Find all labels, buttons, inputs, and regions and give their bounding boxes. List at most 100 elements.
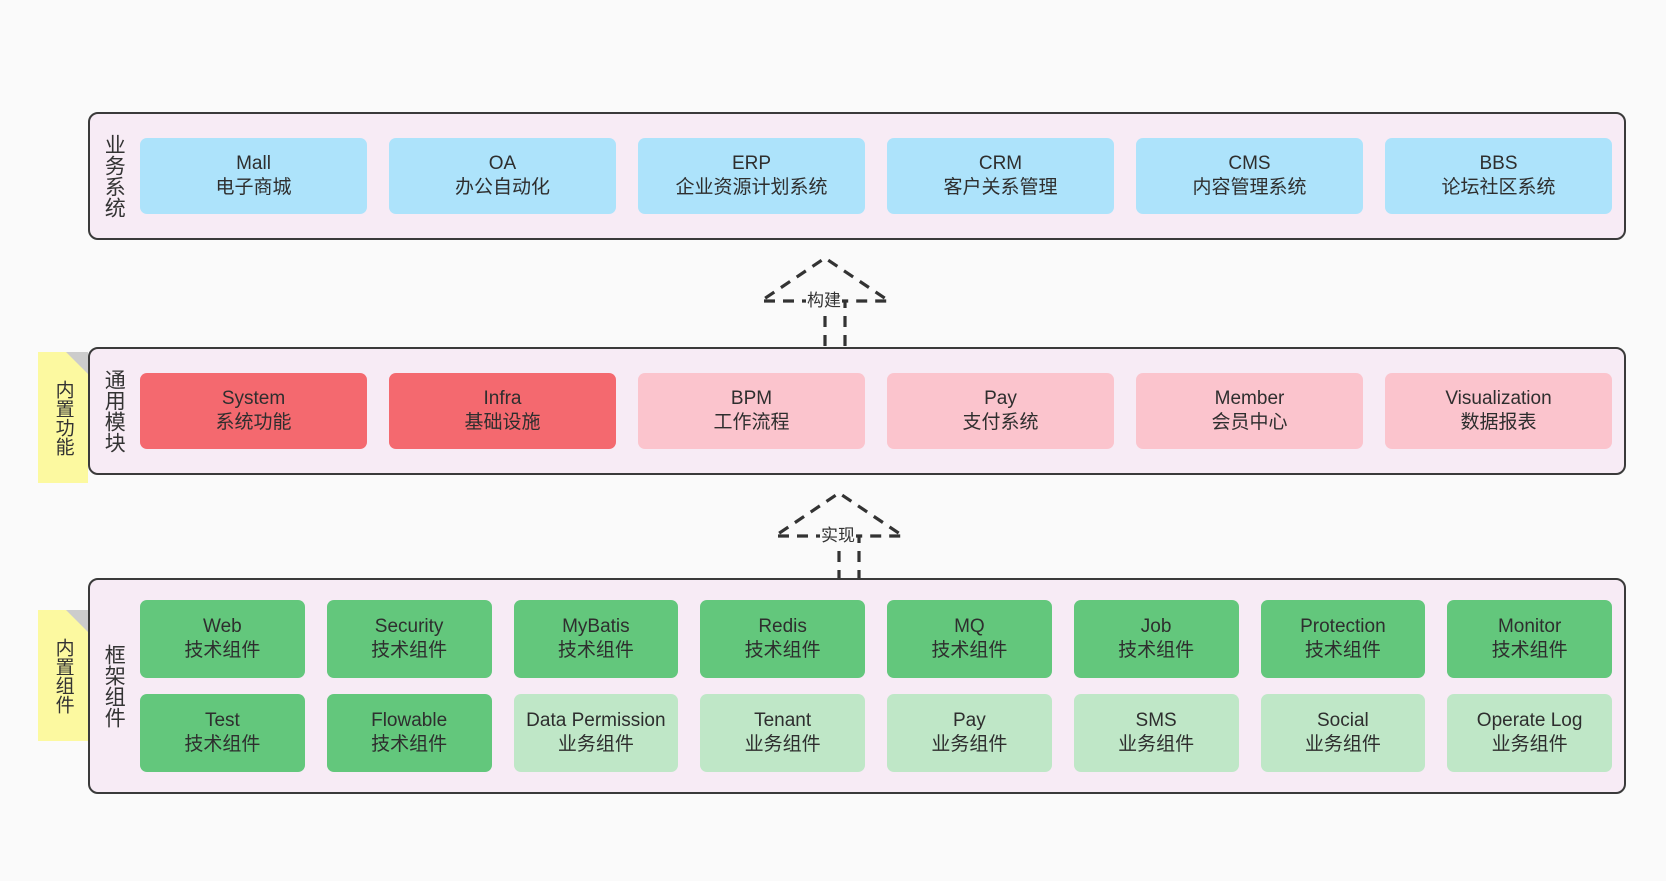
card-subtitle: 技术组件: [371, 734, 448, 755]
card-row-tech: Web 技术组件 Security 技术组件 MyBatis 技术组件 Redi…: [140, 600, 1612, 678]
card-web[interactable]: Web 技术组件: [140, 600, 305, 678]
card-infra[interactable]: Infra 基础设施: [389, 373, 616, 449]
card-subtitle: 技术组件: [744, 640, 821, 661]
card-test[interactable]: Test 技术组件: [140, 694, 305, 772]
sticky-note-label: 内置功能: [52, 379, 74, 456]
card-subtitle: 系统功能: [215, 412, 292, 433]
card-row-business: Test 技术组件 Flowable 技术组件 Data Permission …: [140, 694, 1612, 772]
card-title: Data Permission: [526, 709, 666, 731]
card-title: CMS: [1228, 152, 1271, 174]
card-subtitle: 内容管理系统: [1192, 177, 1307, 198]
card-title: Tenant: [754, 709, 812, 731]
card-subtitle: 工作流程: [713, 412, 790, 433]
card-subtitle: 技术组件: [1118, 640, 1195, 661]
card-flowable[interactable]: Flowable 技术组件: [326, 694, 492, 772]
card-subtitle: 基础设施: [464, 412, 541, 433]
card-subtitle: 技术组件: [184, 734, 261, 755]
card-monitor[interactable]: Monitor 技术组件: [1447, 600, 1612, 678]
card-crm[interactable]: CRM 客户关系管理: [887, 138, 1114, 214]
card-subtitle: 企业资源计划系统: [675, 177, 828, 198]
card-title: OA: [488, 152, 517, 174]
card-row: Mall 电子商城 OA 办公自动化 ERP 企业资源计划系统 CRM 客户关系…: [140, 138, 1612, 214]
card-pay-component[interactable]: Pay 业务组件: [887, 694, 1052, 772]
layer-business-system-title: 业务系统: [102, 134, 126, 218]
layer-business-system[interactable]: 业务系统 Mall 电子商城 OA 办公自动化 ERP 企业资源计划系统 CRM…: [88, 112, 1626, 240]
sticky-note-builtin-component[interactable]: 内置组件: [38, 610, 88, 741]
card-subtitle: 业务组件: [931, 734, 1008, 755]
card-cms[interactable]: CMS 内容管理系统: [1136, 138, 1363, 214]
card-erp[interactable]: ERP 企业资源计划系统: [638, 138, 865, 214]
card-subtitle: 业务组件: [744, 734, 821, 755]
card-row: System 系统功能 Infra 基础设施 BPM 工作流程 Pay 支付系统…: [140, 373, 1612, 449]
card-title: Test: [204, 709, 240, 731]
card-subtitle: 电子商城: [215, 177, 292, 198]
layer-common-module-body: System 系统功能 Infra 基础设施 BPM 工作流程 Pay 支付系统…: [136, 349, 1624, 473]
card-title: Infra: [483, 387, 522, 409]
card-title: Mall: [236, 152, 271, 174]
card-title: Security: [374, 615, 444, 637]
card-title: BPM: [730, 387, 773, 409]
card-subtitle: 技术组件: [931, 640, 1008, 661]
card-subtitle: 数据报表: [1460, 412, 1537, 433]
card-title: MQ: [954, 615, 985, 637]
card-mq[interactable]: MQ 技术组件: [887, 600, 1052, 678]
card-visualization[interactable]: Visualization 数据报表: [1385, 373, 1612, 449]
card-pay-module[interactable]: Pay 支付系统: [887, 373, 1114, 449]
card-protection[interactable]: Protection 技术组件: [1260, 600, 1426, 678]
card-subtitle: 支付系统: [962, 412, 1039, 433]
layer-framework-component[interactable]: 框架组件 Web 技术组件 Security 技术组件 MyBatis 技术组件…: [88, 578, 1626, 794]
card-subtitle: 技术组件: [184, 640, 261, 661]
card-member[interactable]: Member 会员中心: [1136, 373, 1363, 449]
card-title: System: [221, 387, 286, 409]
card-redis[interactable]: Redis 技术组件: [700, 600, 865, 678]
card-title: Job: [1140, 615, 1172, 637]
card-job[interactable]: Job 技术组件: [1073, 600, 1239, 678]
card-oa[interactable]: OA 办公自动化: [389, 138, 616, 214]
card-subtitle: 技术组件: [371, 640, 448, 661]
connector-implement-label: 实现: [820, 521, 856, 546]
card-title: Monitor: [1497, 615, 1562, 637]
card-title: Pay: [984, 387, 1017, 409]
card-subtitle: 技术组件: [1304, 640, 1381, 661]
card-title: Pay: [953, 709, 986, 731]
card-system[interactable]: System 系统功能: [140, 373, 367, 449]
card-data-permission[interactable]: Data Permission 业务组件: [513, 694, 679, 772]
fold-corner-icon: [66, 352, 88, 374]
card-title: Social: [1317, 709, 1369, 731]
connector-build-label: 构建: [806, 286, 842, 311]
card-subtitle: 业务组件: [557, 734, 634, 755]
card-subtitle: 办公自动化: [454, 177, 550, 198]
card-title: Flowable: [371, 709, 448, 731]
card-sms[interactable]: SMS 业务组件: [1073, 694, 1239, 772]
fold-corner-icon: [66, 610, 88, 632]
card-title: Visualization: [1445, 387, 1552, 409]
card-title: Web: [203, 615, 242, 637]
card-subtitle: 业务组件: [1491, 734, 1568, 755]
connector-implement: 实现: [769, 491, 920, 583]
layer-framework-component-title: 框架组件: [102, 644, 126, 728]
sticky-note-builtin-feature[interactable]: 内置功能: [38, 352, 88, 483]
card-mybatis[interactable]: MyBatis 技术组件: [513, 600, 679, 678]
layer-framework-component-body: Web 技术组件 Security 技术组件 MyBatis 技术组件 Redi…: [136, 580, 1624, 792]
card-title: SMS: [1135, 709, 1177, 731]
card-bpm[interactable]: BPM 工作流程: [638, 373, 865, 449]
connector-build: 构建: [755, 256, 906, 348]
card-bbs[interactable]: BBS 论坛社区系统: [1385, 138, 1612, 214]
card-title: BBS: [1479, 152, 1518, 174]
card-subtitle: 技术组件: [1491, 640, 1568, 661]
card-title: CRM: [978, 152, 1023, 174]
card-operate-log[interactable]: Operate Log 业务组件: [1447, 694, 1612, 772]
layer-common-module[interactable]: 通用模块 System 系统功能 Infra 基础设施 BPM 工作流程 Pay…: [88, 347, 1626, 475]
card-subtitle: 会员中心: [1211, 412, 1288, 433]
card-subtitle: 技术组件: [557, 640, 634, 661]
layer-common-module-title: 通用模块: [102, 369, 126, 453]
card-tenant[interactable]: Tenant 业务组件: [700, 694, 865, 772]
card-title: MyBatis: [562, 615, 630, 637]
card-title: Operate Log: [1476, 709, 1583, 731]
card-subtitle: 客户关系管理: [943, 177, 1058, 198]
card-social[interactable]: Social 业务组件: [1260, 694, 1426, 772]
card-title: Member: [1214, 387, 1285, 409]
card-security[interactable]: Security 技术组件: [326, 600, 492, 678]
card-mall[interactable]: Mall 电子商城: [140, 138, 367, 214]
